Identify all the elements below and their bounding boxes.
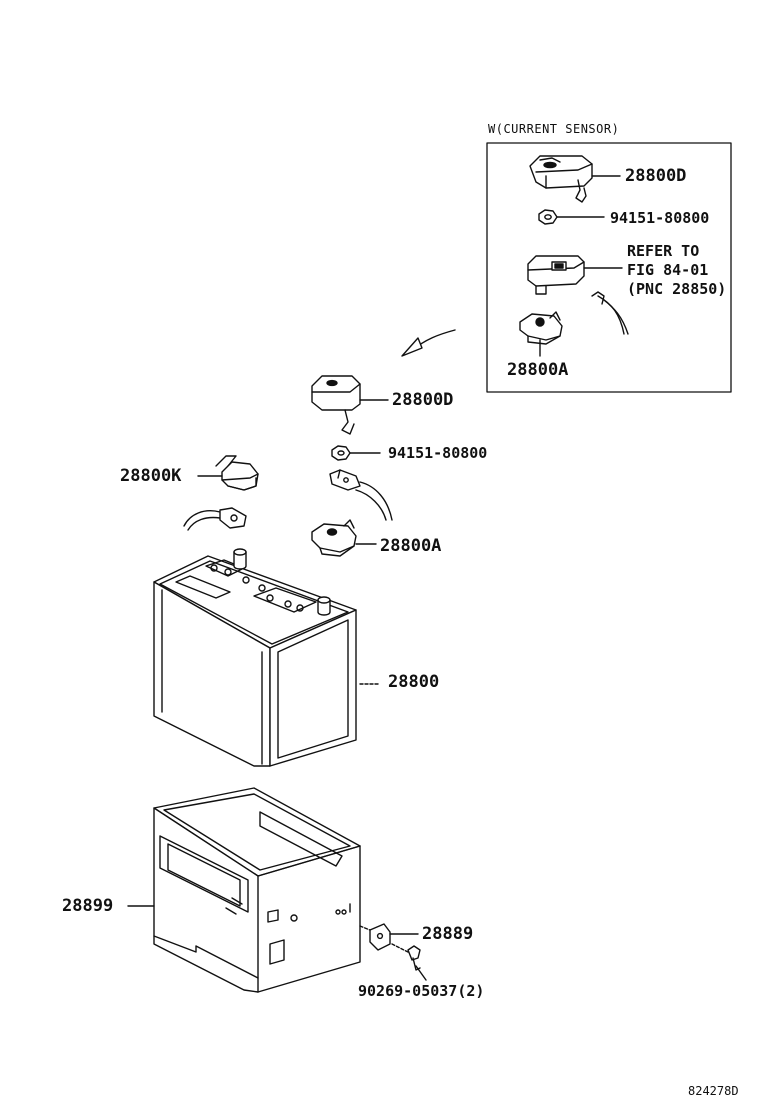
inset-nut xyxy=(538,209,605,225)
curved-arrow xyxy=(401,329,456,357)
negative-cable xyxy=(183,507,247,531)
inset-label-clamp-d: 28800D xyxy=(625,166,687,186)
battery-tray xyxy=(127,787,361,993)
wire-connector xyxy=(329,469,393,521)
inset-clamp-cover xyxy=(529,155,621,203)
inset-terminal xyxy=(519,311,563,357)
label-clamp-k: 28800K xyxy=(120,466,182,486)
inset-frame xyxy=(486,142,732,393)
refer-line-1: REFER TO xyxy=(627,242,700,260)
label-battery: 28800 xyxy=(388,672,440,692)
terminal-a xyxy=(311,519,377,557)
label-clamp-a: 28800A xyxy=(380,536,442,556)
label-nut: 94151-80800 xyxy=(388,444,488,462)
inset-refer-note: REFER TO FIG 84-01 (PNC 28850) xyxy=(627,242,726,298)
inset-label-clamp-a: 28800A xyxy=(507,360,569,380)
label-bolt: 90269-05037(2) xyxy=(358,982,485,1000)
inset-wire xyxy=(591,291,629,335)
clamp-k xyxy=(197,455,259,491)
inset-current-sensor xyxy=(527,255,623,295)
clamp-cover-d xyxy=(311,375,389,435)
inset-header: W(CURRENT SENSOR) xyxy=(488,122,620,136)
inset-label-nut: 94151-80800 xyxy=(610,209,710,227)
label-bracket: 28889 xyxy=(422,924,474,944)
battery xyxy=(153,548,381,767)
label-clamp-d: 28800D xyxy=(392,390,454,410)
figure-code: 824278D xyxy=(688,1084,739,1098)
label-tray: 28899 xyxy=(62,896,114,916)
bracket xyxy=(359,923,419,951)
nut xyxy=(331,445,381,461)
refer-line-3: (PNC 28850) xyxy=(627,279,727,298)
bolt xyxy=(391,943,427,981)
refer-line-2: FIG 84-01 xyxy=(627,260,709,279)
